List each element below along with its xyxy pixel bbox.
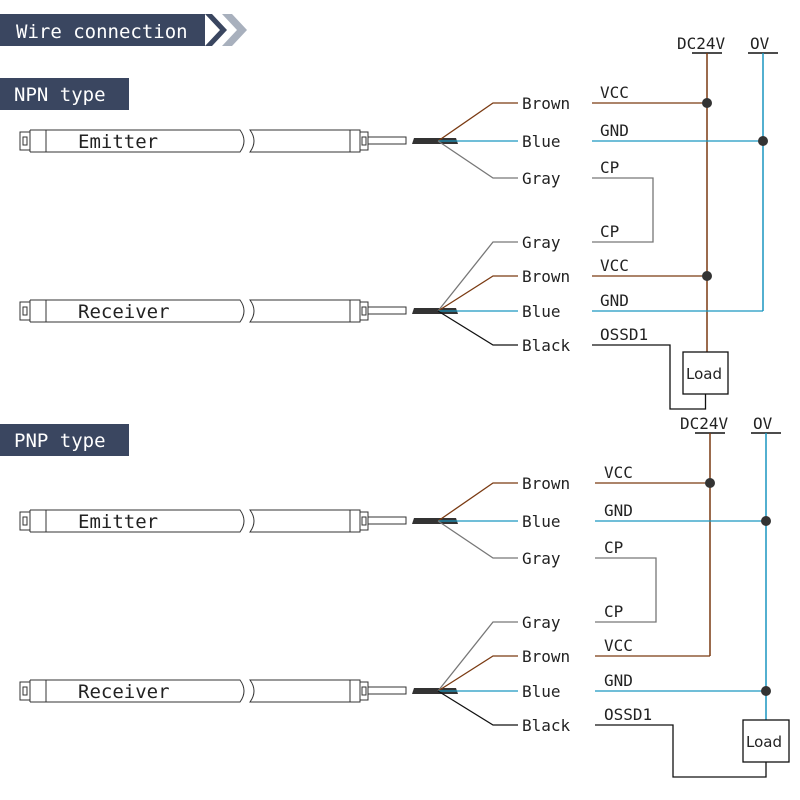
junction-node [702, 98, 712, 108]
cp-link-line [592, 177, 654, 243]
emitter-signal-label: GND [600, 121, 629, 140]
receiver-signal-label: GND [600, 291, 629, 310]
receiver-wire-black [437, 310, 518, 346]
cable-stub [367, 686, 407, 695]
emitter-signal-label: VCC [604, 463, 633, 482]
title-text: Wire connection [16, 21, 188, 43]
receiver-signal-label: OSSD1 [600, 325, 648, 344]
junction-node [705, 478, 715, 488]
emitter-wire-brown [437, 102, 518, 142]
cable-stub [367, 136, 407, 145]
load-label: Load [686, 365, 722, 383]
supply-negative-label: OV [750, 34, 770, 53]
receiver-signal-label: VCC [600, 256, 629, 275]
receiver-wire-color-label: Blue [522, 302, 561, 321]
title-banner-bg [0, 14, 205, 46]
npn-type-label: NPN type [14, 84, 106, 106]
emitter-wire-color-label: Brown [522, 94, 570, 113]
supply-positive-label: DC24V [680, 414, 729, 433]
receiver-wire-color-label: Black [522, 336, 571, 355]
receiver-sensor: Receiver [19, 679, 458, 703]
sensor-label: Emitter [78, 511, 158, 533]
ossd-line [592, 344, 707, 410]
emitter-wire-brown [437, 482, 518, 522]
pnp-type-banner: PNP type [0, 424, 129, 456]
cp-link-line [595, 557, 657, 623]
npn-banner-bg [0, 78, 129, 110]
junction-node [761, 516, 771, 526]
load-box [742, 719, 790, 763]
receiver-signal-label: GND [604, 671, 633, 690]
receiver-wire-color-label: Black [522, 716, 571, 735]
cable [412, 138, 458, 144]
supply-positive-label: DC24V [677, 34, 726, 53]
title-banner: Wire connection [0, 14, 247, 46]
npn-type-banner: NPN type [0, 78, 129, 110]
sensor-label: Receiver [78, 301, 170, 323]
receiver-wire-gray [437, 241, 518, 312]
emitter-wire-gray [437, 140, 518, 179]
cable [412, 688, 458, 694]
junction-node [758, 136, 768, 146]
cable-stub [367, 516, 407, 525]
emitter-wire-gray [437, 520, 518, 559]
cable [412, 518, 458, 524]
emitter-signal-label: VCC [600, 83, 629, 102]
junction-node [761, 686, 771, 696]
load-box [682, 351, 729, 395]
receiver-signal-label: OSSD1 [604, 705, 652, 724]
emitter-wire-color-label: Gray [522, 169, 561, 188]
receiver-wire-color-label: Gray [522, 613, 561, 632]
pnp-banner-bg [0, 424, 129, 456]
receiver-signal-label: VCC [604, 636, 633, 655]
junction-node [702, 271, 712, 281]
load-label: Load [746, 733, 782, 751]
receiver-wire-gray [437, 621, 518, 692]
receiver-wire-color-label: Brown [522, 267, 570, 286]
emitter-wire-color-label: Blue [522, 132, 561, 151]
sensor-label: Receiver [78, 681, 170, 703]
receiver-wire-color-label: Gray [522, 233, 561, 252]
emitter-wire-color-label: Brown [522, 474, 570, 493]
receiver-wire-black [437, 690, 518, 726]
cable [412, 308, 458, 314]
emitter-wire-color-label: Gray [522, 549, 561, 568]
ossd-line [595, 724, 767, 778]
chevron-icon [205, 14, 227, 46]
receiver-signal-label: CP [604, 602, 623, 621]
emitter-signal-label: GND [604, 501, 633, 520]
emitter-sensor: Emitter [19, 509, 458, 533]
cable-stub [367, 306, 407, 315]
receiver-wire-color-label: Brown [522, 647, 570, 666]
emitter-wire-color-label: Blue [522, 512, 561, 531]
supply-negative-label: OV [753, 414, 773, 433]
receiver-wire-color-label: Blue [522, 682, 561, 701]
receiver-signal-label: CP [600, 222, 619, 241]
receiver-sensor: Receiver [19, 299, 458, 323]
sensor-label: Emitter [78, 131, 158, 153]
emitter-signal-label: CP [604, 538, 623, 557]
receiver-wire-brown [437, 275, 518, 312]
chevron-icon [222, 14, 247, 46]
emitter-sensor: Emitter [19, 129, 458, 153]
receiver-wire-brown [437, 655, 518, 692]
emitter-signal-label: CP [600, 158, 619, 177]
pnp-type-label: PNP type [14, 430, 106, 452]
